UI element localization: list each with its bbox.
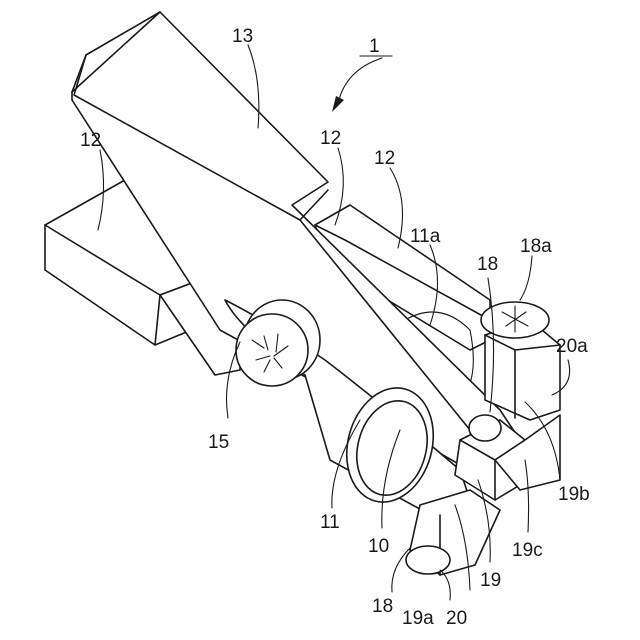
label-11: 11 [320, 512, 340, 533]
label-18a: 18a [520, 236, 552, 257]
top-pin [469, 415, 501, 441]
label-19a: 19a [402, 608, 434, 629]
label-11a: 11a [410, 226, 441, 247]
label-12-right: 12 [374, 148, 395, 169]
label-15: 15 [208, 432, 229, 453]
label-20a: 20a [556, 336, 588, 357]
label-18-bottom: 18 [372, 596, 393, 617]
label-19b: 19b [558, 484, 590, 505]
label-18-top: 18 [477, 254, 498, 275]
arrow-head-icon [332, 96, 344, 112]
label-19c: 19c [512, 540, 543, 561]
label-20: 20 [446, 608, 467, 629]
label-19: 19 [480, 570, 501, 591]
label-12-left: 12 [80, 130, 101, 151]
reference-arrow-1 [338, 58, 382, 104]
label-12-middle: 12 [320, 128, 341, 149]
label-13: 13 [232, 26, 253, 47]
label-10: 10 [368, 536, 389, 557]
label-1: 1 [369, 36, 380, 57]
